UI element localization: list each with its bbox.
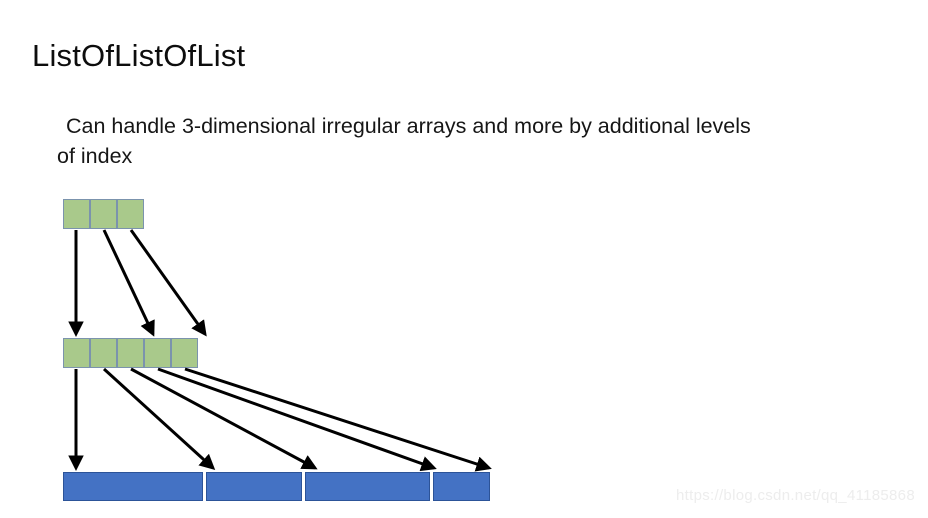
level-3-block-3 — [305, 472, 430, 501]
arrow-L1c2-to-L2c4 — [102, 229, 155, 337]
arrow-L2c2-to-L3b2 — [102, 367, 216, 471]
level-2-cell-1 — [63, 338, 90, 368]
body-line-1: Can handle 3-dimensional irregular array… — [66, 114, 751, 138]
level-1-cell-3 — [117, 199, 144, 229]
level-2-cell-5 — [171, 338, 198, 368]
body-line-2: of index — [57, 144, 133, 168]
csdn-watermark: https://blog.csdn.net/qq_41185868 — [676, 487, 915, 504]
level-2-cell-3 — [117, 338, 144, 368]
level-2-middle-list-row — [63, 338, 198, 368]
arrow-L1c3-to-L2c6 — [129, 229, 207, 337]
page-title: ListOfListOfList — [32, 38, 246, 73]
level-3-block-1 — [63, 472, 203, 501]
level-3-data-row — [63, 472, 490, 501]
level-3-block-4 — [433, 472, 490, 501]
level-2-cell-4 — [144, 338, 171, 368]
level-1-outer-list-row — [63, 199, 144, 229]
level-3-block-2 — [206, 472, 302, 501]
arrow-L2c4-to-L3b4 — [157, 367, 437, 472]
level-1-cell-2 — [90, 199, 117, 229]
level-1-cell-1 — [63, 199, 90, 229]
level-2-cell-2 — [90, 338, 117, 368]
arrow-L2c3-to-L3b3 — [130, 367, 318, 470]
slide-body-text: Can handle 3-dimensional irregular array… — [57, 111, 902, 171]
arrow-L2c5-to-L3b5 — [184, 367, 492, 472]
